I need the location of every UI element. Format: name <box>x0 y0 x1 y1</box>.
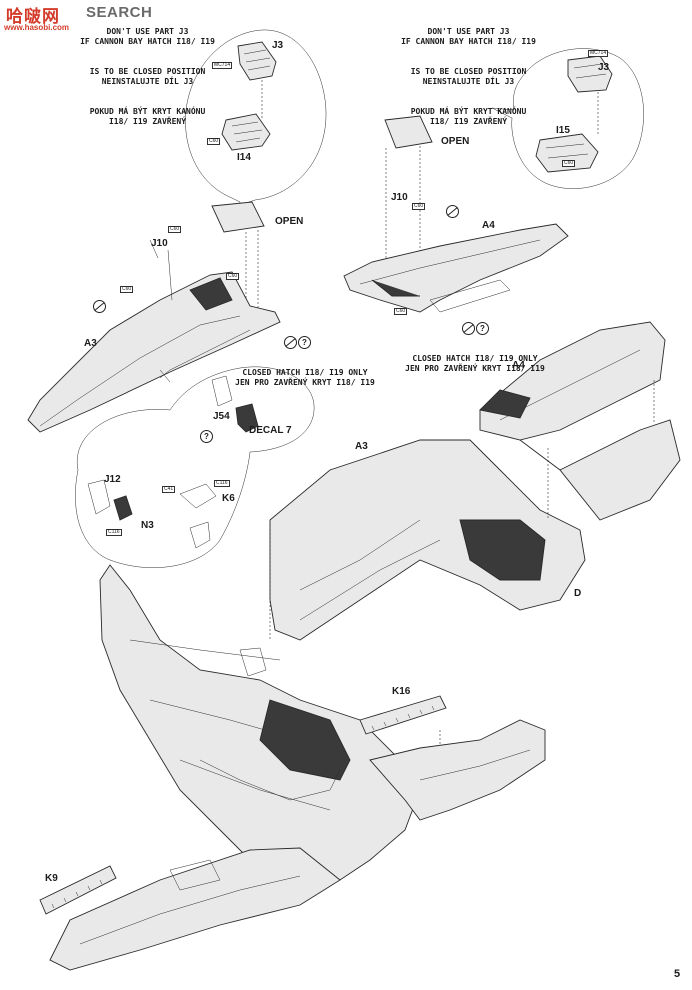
wing-a3-inner <box>27 239 281 433</box>
tag-c60-i14: C60 <box>207 138 221 145</box>
lower-left-callout-bubble <box>75 366 315 568</box>
tag-c116-a: C116 <box>214 480 230 487</box>
label-j3-left: J3 <box>272 40 284 51</box>
tag-c60-b: C60 <box>226 273 240 280</box>
wing-lower-right <box>199 719 546 821</box>
label-n3: N3 <box>141 520 154 531</box>
label-i14: I14 <box>237 152 251 163</box>
remove-symbol-right-closed <box>462 322 475 335</box>
watermark-word: SEARCH <box>86 4 153 21</box>
part-i15-drawing <box>535 133 599 173</box>
watermark-logo: 哈啵网 <box>6 7 60 27</box>
tag-mc714-left: MC714 <box>212 62 233 69</box>
part-j12-drawing <box>87 479 133 521</box>
label-j10-left: J10 <box>151 238 168 249</box>
wing-lower-left <box>49 847 341 971</box>
remove-symbol-left-closed <box>284 336 297 349</box>
tag-mc714-right: MC714 <box>588 50 609 57</box>
label-a3-mid: A3 <box>355 441 368 452</box>
remove-symbol-left-wing <box>93 300 106 313</box>
fuselage-lower <box>99 564 421 891</box>
part-k6-drawing <box>179 483 217 549</box>
label-a3-top: A3 <box>84 338 97 349</box>
wing-assembly-mid <box>269 321 681 641</box>
tag-c60-e: C60 <box>394 308 408 315</box>
tag-c60-c: C60 <box>120 286 134 293</box>
optional-symbol-left-closed: ? <box>298 336 311 349</box>
label-a4-mid: A4 <box>512 360 525 371</box>
left-hatch-open <box>211 201 265 310</box>
tag-c60-i15: C60 <box>562 160 576 167</box>
wing-a4-inner <box>343 223 569 313</box>
label-i15: I15 <box>556 125 570 136</box>
remove-symbol-right-j10 <box>446 205 459 218</box>
optional-symbol-mid-bubble: ? <box>200 430 213 443</box>
label-a4-top: A4 <box>482 220 495 231</box>
tag-c60-a: C60 <box>168 226 182 233</box>
part-i14-drawing <box>221 113 271 151</box>
watermark: 哈啵网 SEARCH www.hasobi.com <box>0 0 170 34</box>
label-j3-right: J3 <box>598 62 610 73</box>
optional-symbol-right-closed: ? <box>476 322 489 335</box>
label-d: D <box>574 588 582 599</box>
label-open-right: OPEN <box>441 136 470 147</box>
label-j54: J54 <box>213 411 230 422</box>
label-decal7: DECAL 7 <box>249 425 292 436</box>
part-k16-drawing <box>359 695 447 735</box>
label-open-left: OPEN <box>275 216 304 227</box>
label-k6: K6 <box>222 493 235 504</box>
page-number: 5 <box>674 968 681 980</box>
part-j3-right-drawing <box>567 55 613 136</box>
part-j3-left-drawing <box>237 41 277 118</box>
watermark-url: www.hasobi.com <box>4 23 70 32</box>
tag-c116-b: C116 <box>106 529 122 536</box>
tag-c60-d: C60 <box>412 203 426 210</box>
label-j10-right: J10 <box>391 192 408 203</box>
label-k9: K9 <box>45 873 58 884</box>
label-j12: J12 <box>104 474 121 485</box>
part-k9-drawing <box>39 865 117 915</box>
tag-c41: C41 <box>162 486 176 493</box>
part-j54-drawing <box>211 375 259 433</box>
label-k16: K16 <box>392 686 411 697</box>
